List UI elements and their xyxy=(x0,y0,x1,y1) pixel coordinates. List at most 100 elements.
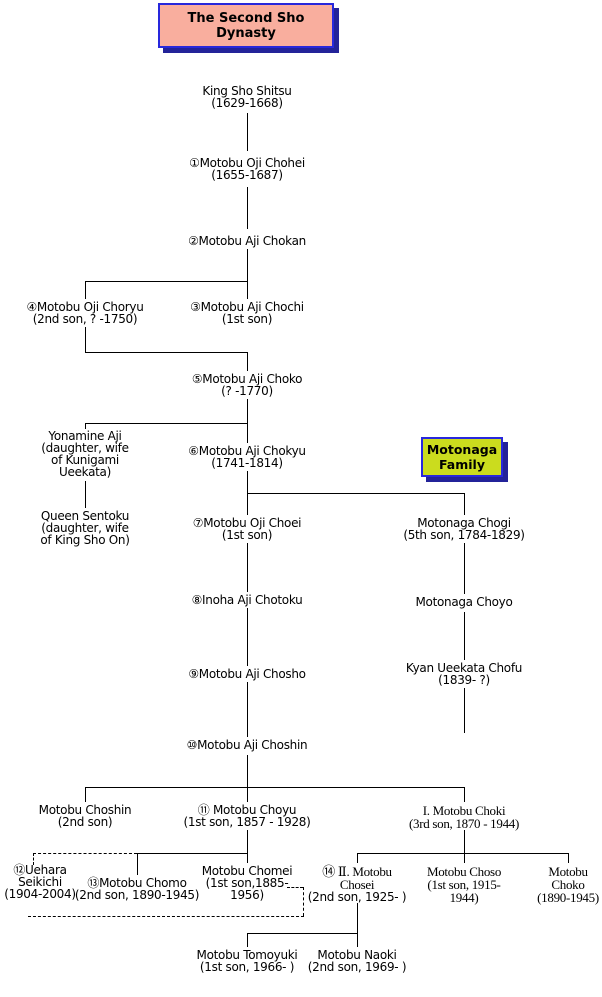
person-motobu-naoki: Motobu Naoki(2nd son, 1969- ) xyxy=(307,948,407,974)
diagram-title: The Second Sho Dynasty xyxy=(187,10,305,41)
connector-line xyxy=(247,755,248,787)
person-label-line: ⑫Uehara xyxy=(13,863,67,877)
person-label-line: I. Motobu Choki xyxy=(422,803,506,818)
connector-line xyxy=(357,853,358,863)
person-label-line: (1839- ?) xyxy=(438,673,490,687)
person-label-line: (1741-1814) xyxy=(211,456,283,470)
person-motobu-aji-chosho: ⑨Motobu Aji Chosho xyxy=(188,668,306,680)
connector-line xyxy=(464,830,465,853)
connector-line-dashed xyxy=(33,853,137,854)
person-label-line: ⑧Inoha Aji Chotoku xyxy=(191,593,303,607)
person-label-line: (2nd son, ? -1750) xyxy=(32,312,138,326)
connector-line xyxy=(464,688,465,733)
person-label-line: (1st son,1885- xyxy=(205,876,289,890)
connector-line xyxy=(464,543,465,594)
connector-line xyxy=(247,682,248,737)
connector-line-dashed xyxy=(287,887,303,888)
person-label-line: (daughter, wife xyxy=(41,521,129,535)
person-label-line: Motobu Choshin xyxy=(38,803,132,817)
person-motobu-tomoyuki: Motobu Tomoyuki(1st son, 1966- ) xyxy=(197,949,298,973)
connector-line xyxy=(85,787,86,802)
person-king-sho-shitsu: King Sho Shitsu(1629-1668) xyxy=(202,84,292,110)
connector-line xyxy=(85,481,86,508)
connector-line xyxy=(85,352,248,353)
connector-line xyxy=(464,612,465,660)
person-motobu-choso: Motobu Choso(1st son, 1915-1944) xyxy=(427,865,501,904)
person-label-line: ⑪ Motobu Choyu xyxy=(197,803,297,817)
person-label-line: Kyan Ueekata Chofu xyxy=(405,661,523,675)
person-label-line: (1st son) xyxy=(221,312,273,326)
title-banner: The Second Sho Dynasty xyxy=(158,3,334,48)
connector-line xyxy=(247,787,248,802)
person-label-line: (2nd son, 1969- ) xyxy=(307,960,407,974)
connector-line xyxy=(247,187,248,229)
person-label-line: 1944) xyxy=(449,890,479,905)
connector-line xyxy=(247,543,248,592)
person-motobu-oji-choei: ⑦Motobu Oji Choei(1st son) xyxy=(192,516,302,542)
connector-line-dashed xyxy=(28,916,304,917)
connector-line xyxy=(85,281,248,282)
person-motobu-choyu: ⑪ Motobu Choyu(1st son, 1857 - 1928) xyxy=(183,804,310,828)
connector-line xyxy=(247,399,248,423)
person-motobu-aji-choshin: ⑩Motobu Aji Choshin xyxy=(187,739,308,751)
connector-line xyxy=(357,853,569,854)
connector-line xyxy=(464,493,465,515)
person-label-line: (2nd son, 1925- ) xyxy=(307,890,407,904)
person-label-line: Motobu Tomoyuki xyxy=(196,948,298,962)
connector-line xyxy=(247,249,248,281)
connector-line xyxy=(357,933,358,947)
connector-line xyxy=(247,423,248,443)
person-label-line: Chosei xyxy=(339,877,375,892)
person-label-line: ③Motobu Aji Chochi xyxy=(190,300,304,314)
person-label-line: ②Motobu Aji Chokan xyxy=(188,234,306,248)
connector-line xyxy=(247,471,248,493)
person-label-line: ⑦Motobu Oji Choei xyxy=(192,516,302,530)
connector-line xyxy=(247,281,248,299)
person-label-line: King Sho Shitsu xyxy=(202,84,292,98)
connector-line xyxy=(464,787,465,802)
connector-line xyxy=(247,352,248,371)
person-motobu-aji-chokyu: ⑥Motobu Aji Chokyu(1741-1814) xyxy=(188,445,306,470)
person-label-line: Seikichi xyxy=(18,875,62,889)
person-label-line: (1st son, 1966- ) xyxy=(199,960,295,974)
person-label-line: ④Motobu Oji Choryu xyxy=(26,300,144,314)
person-label-line: Ueekata) xyxy=(59,465,111,479)
connector-line xyxy=(247,933,358,934)
person-motobu-oji-chohei: ①Motobu Oji Chohei(1655-1687) xyxy=(189,157,305,181)
person-label-line: Yonamine Aji xyxy=(48,429,122,443)
person-label-line: Motobu Naoki xyxy=(317,948,397,962)
connector-line-dashed xyxy=(33,853,34,865)
person-label-line: Motobu Chomei xyxy=(201,864,293,878)
person-label-line: (daughter, wife xyxy=(41,441,129,455)
person-label-line: ⑬Motobu Chomo xyxy=(87,876,187,890)
person-kyan-ueekata-chofu: Kyan Ueekata Chofu(1839- ?) xyxy=(406,662,522,686)
connector-line xyxy=(247,830,248,863)
person-label-line: Motobu xyxy=(548,864,588,879)
person-label-line: (1st son, 1857 - 1928) xyxy=(183,815,311,829)
person-label-line: (1629-1668) xyxy=(211,96,283,110)
person-label-line: (1st son) xyxy=(221,528,273,542)
person-label-line: Motobu Choso xyxy=(426,864,502,879)
person-label-line: (1890-1945) xyxy=(537,890,599,905)
person-motobu-oji-choryu: ④Motobu Oji Choryu(2nd son, ? -1750) xyxy=(26,301,143,325)
person-label-line: Choko xyxy=(551,877,585,892)
connector-line xyxy=(247,608,248,666)
connector-line xyxy=(85,423,86,429)
connector-line xyxy=(568,853,569,863)
person-label-line: (3rd son, 1870 - 1944) xyxy=(408,816,520,831)
connector-line-dashed xyxy=(303,887,304,916)
connector-line xyxy=(247,493,248,515)
connector-line xyxy=(357,903,358,933)
person-label-line: (2nd son, 1890-1945) xyxy=(74,888,200,902)
person-label-line: (2nd son) xyxy=(57,815,113,829)
person-motobu-aji-chochi: ③Motobu Aji Chochi(1st son) xyxy=(190,301,304,325)
person-motobu-chomo: ⑬Motobu Chomo(2nd son, 1890-1945) xyxy=(74,876,200,902)
person-motonaga-chogi: Motonaga Chogi(5th son, 1784-1829) xyxy=(403,517,525,541)
person-motobu-choki: I. Motobu Choki(3rd son, 1870 - 1944) xyxy=(409,804,519,830)
